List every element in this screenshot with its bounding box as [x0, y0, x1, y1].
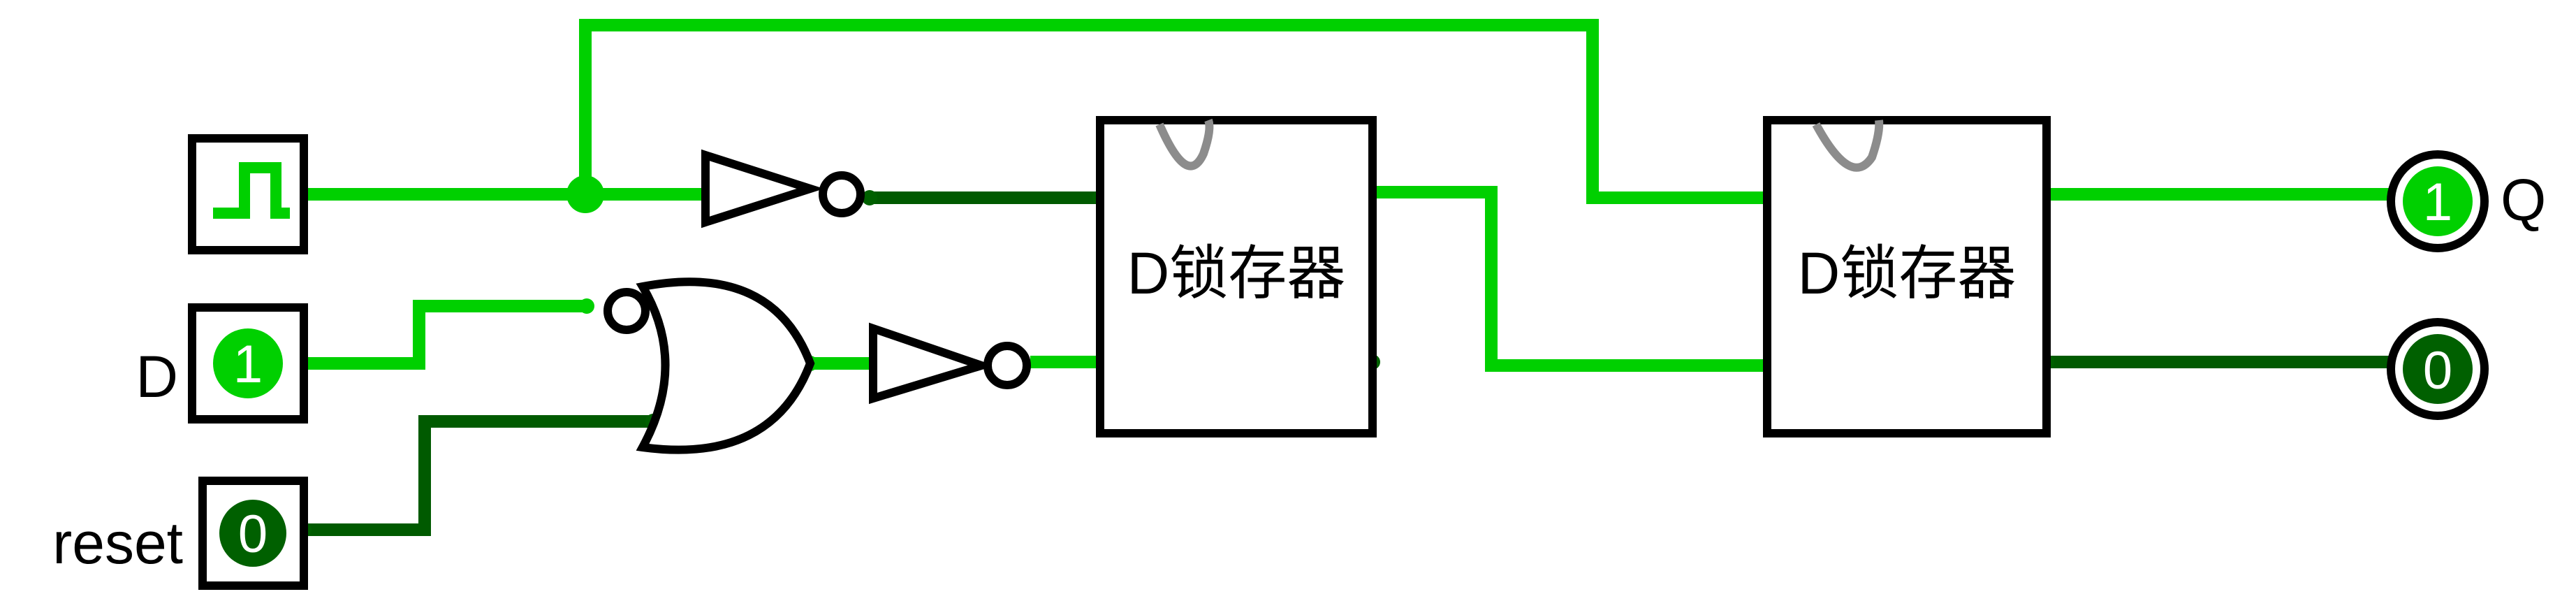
clock-edge-mark — [1155, 118, 1214, 171]
q-output-pin: 1 — [2387, 150, 2489, 252]
reset-input-indicator — [219, 500, 286, 567]
wire-d-input — [304, 300, 587, 370]
reset-input-value: 0 — [238, 505, 268, 564]
clock-input[interactable] — [188, 134, 308, 254]
q-output-indicator — [2403, 166, 2473, 236]
junction-dot — [579, 298, 594, 314]
reset-input-pin[interactable]: 0 — [198, 477, 308, 590]
not-bubble — [819, 171, 865, 217]
d-latch-1: D锁存器 — [1096, 116, 1377, 437]
qbar-output-indicator — [2403, 334, 2473, 404]
d-latch-1-label: D锁存器 — [1127, 240, 1346, 306]
reset-input-label: reset — [52, 510, 183, 576]
d-input-value: 1 — [233, 335, 263, 394]
q-output-value: 1 — [2423, 173, 2452, 232]
d-latch-2: D锁存器 — [1763, 116, 2051, 437]
wire-reset-input — [304, 415, 653, 536]
wire-clock-loop — [579, 19, 1767, 204]
not-bubble — [983, 342, 1031, 389]
qbar-output-value: 0 — [2423, 341, 2452, 400]
wires — [304, 19, 2399, 536]
d-input-indicator — [213, 328, 283, 398]
clock-not-gate — [701, 149, 865, 229]
qbar-output-pin: 0 — [2387, 318, 2489, 420]
clock-square-wave-icon — [213, 162, 290, 219]
clock-edge-mark — [1812, 120, 1884, 172]
d-input-label: D — [136, 344, 178, 410]
junction-dot — [862, 190, 877, 205]
wire-latch1-q — [1373, 186, 1767, 372]
junction-dot — [566, 175, 604, 213]
inverted-input-bubble — [603, 288, 650, 334]
q-output-label: Q — [2501, 167, 2546, 233]
data-not-gate — [869, 322, 1031, 405]
d-latch-2-label: D锁存器 — [1798, 240, 2017, 306]
nor-gate — [603, 277, 815, 454]
d-input-pin[interactable]: 1 — [188, 303, 308, 424]
